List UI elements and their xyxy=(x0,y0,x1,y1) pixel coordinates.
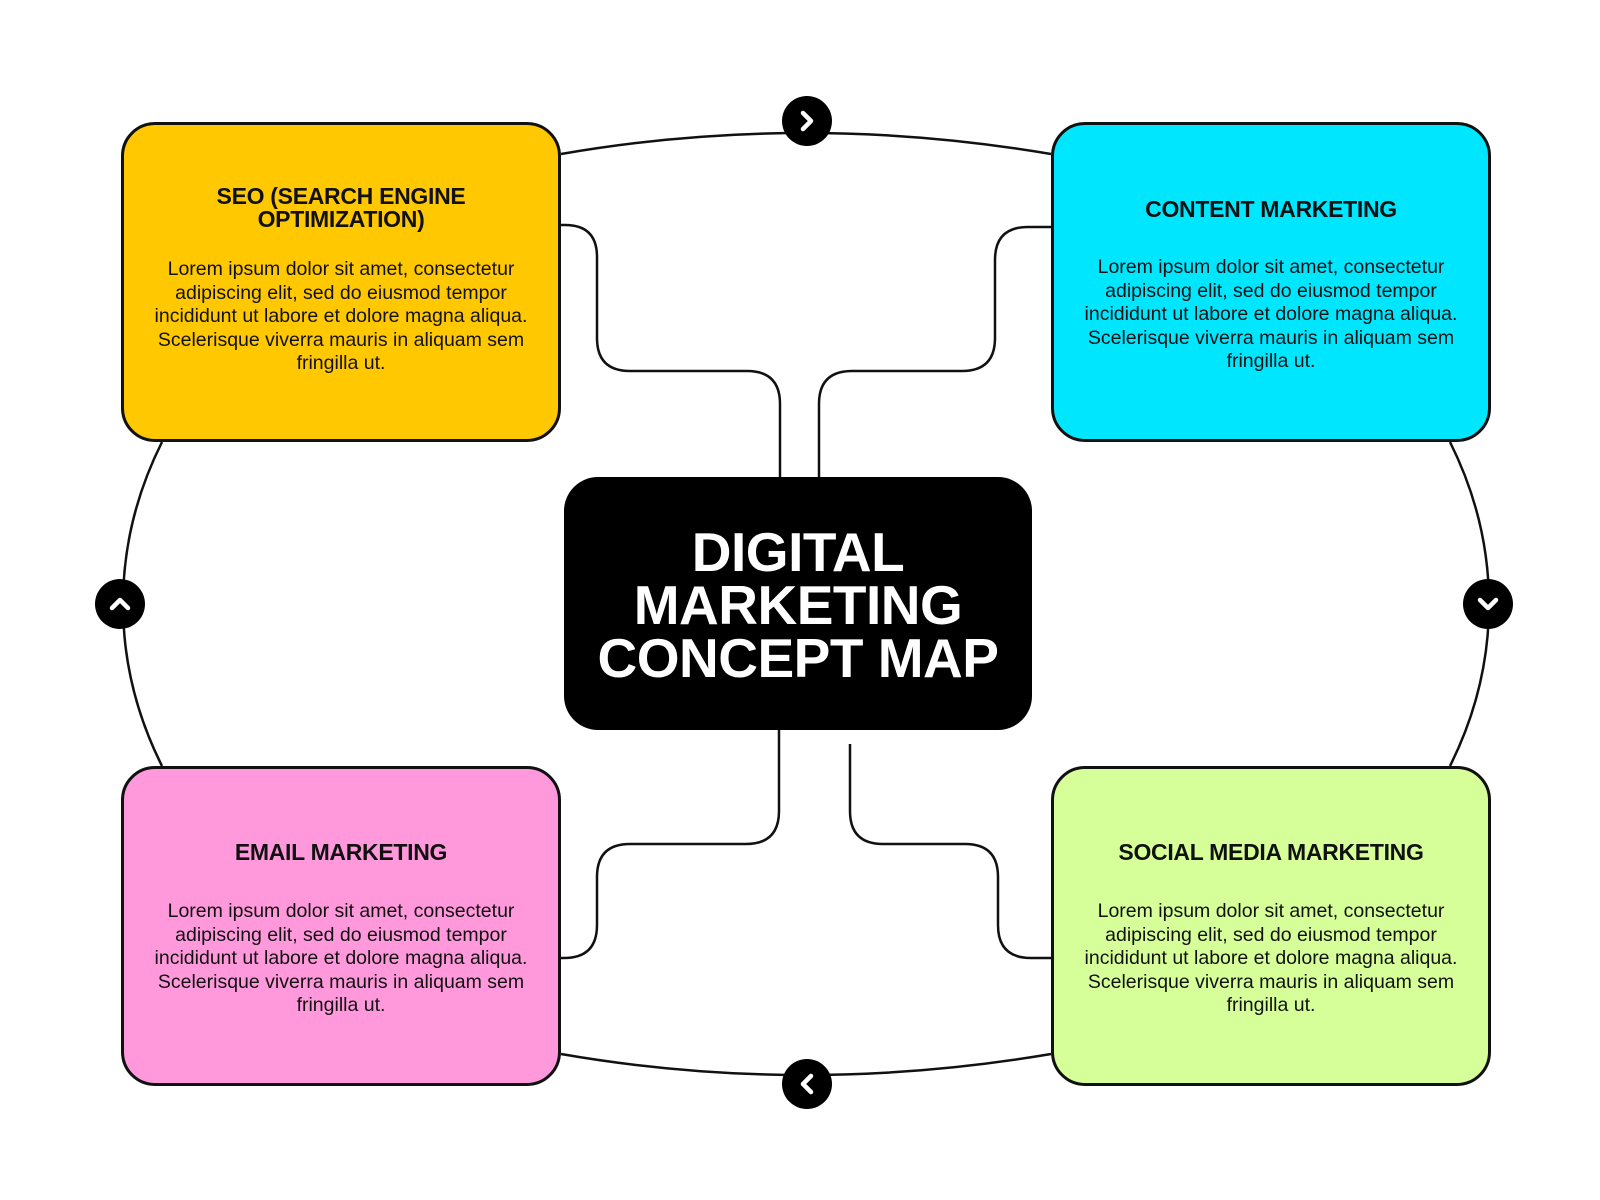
node-seo-body: Lorem ipsum dolor sit amet, consectetur … xyxy=(154,258,528,374)
node-email: EMAIL MARKETING Lorem ipsum dolor sit am… xyxy=(121,766,561,1086)
center-title: DIGITAL MARKETING CONCEPT MAP xyxy=(598,521,999,686)
chevron-up-icon xyxy=(109,597,131,611)
center-title-line-1: DIGITAL xyxy=(691,521,905,583)
connector-seo xyxy=(561,223,782,477)
center-title-line-2: MARKETING xyxy=(633,574,963,636)
node-seo: SEO (SEARCH ENGINE OPTIMIZATION) Lorem i… xyxy=(121,122,561,442)
node-social-title: SOCIAL MEDIA MARKETING xyxy=(1118,839,1424,865)
chevron-left-icon xyxy=(800,1073,814,1095)
node-content-title: CONTENT MARKETING xyxy=(1145,196,1397,222)
arrow-top-button[interactable] xyxy=(782,96,832,146)
node-email-title: EMAIL MARKETING xyxy=(234,839,448,865)
node-social-body: Lorem ipsum dolor sit amet, consectetur … xyxy=(1084,900,1458,1016)
connector-social xyxy=(848,744,1051,960)
node-seo-title: SEO (SEARCH ENGINE OPTIMIZATION) xyxy=(216,183,466,232)
connector-email xyxy=(561,730,781,960)
chevron-down-icon xyxy=(1477,597,1499,611)
node-content-body: Lorem ipsum dolor sit amet, consectetur … xyxy=(1084,256,1458,372)
arrow-right-button[interactable] xyxy=(1463,579,1513,629)
chevron-right-icon xyxy=(800,110,814,132)
center-title-line-3: CONCEPT MAP xyxy=(597,627,999,689)
arrow-bottom-button[interactable] xyxy=(782,1059,832,1109)
node-email-body: Lorem ipsum dolor sit amet, consectetur … xyxy=(154,900,528,1016)
node-content: CONTENT MARKETING Lorem ipsum dolor sit … xyxy=(1051,122,1491,442)
arrow-left-button[interactable] xyxy=(95,579,145,629)
center-node: DIGITAL MARKETING CONCEPT MAP xyxy=(564,477,1032,730)
connector-content xyxy=(817,225,1051,477)
node-social: SOCIAL MEDIA MARKETING Lorem ipsum dolor… xyxy=(1051,766,1491,1086)
